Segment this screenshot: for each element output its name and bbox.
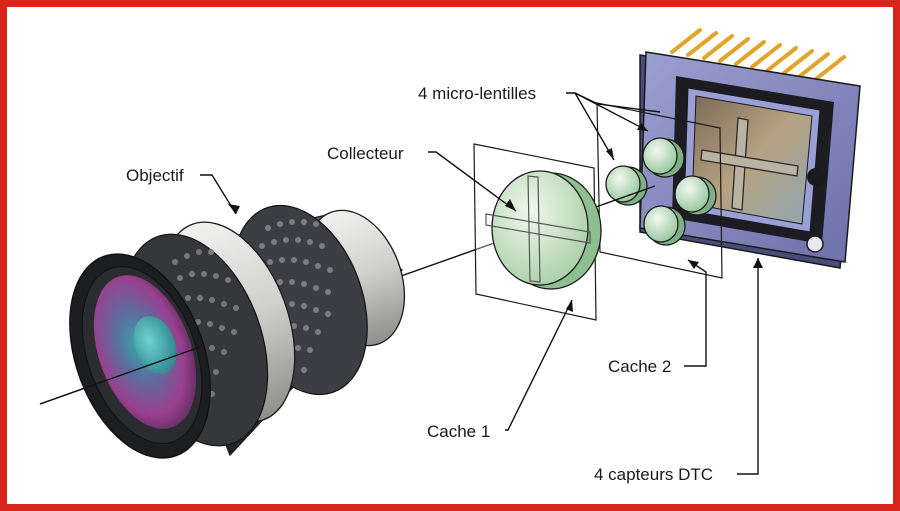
objective-lens xyxy=(39,204,406,459)
micro-lenses xyxy=(605,137,717,246)
sensor-pins xyxy=(670,28,846,81)
label-objectif: Objectif xyxy=(126,166,184,185)
label-micro-lentilles: 4 micro-lentilles xyxy=(418,84,536,103)
micro-lens-right xyxy=(674,175,717,216)
collector-disc xyxy=(485,170,602,290)
micro-lens-left xyxy=(605,165,648,206)
arrowheads xyxy=(228,123,763,312)
micro-lens-top xyxy=(642,137,685,178)
label-capteurs: 4 capteurs DTC xyxy=(594,465,713,484)
label-cache-2: Cache 2 xyxy=(608,357,671,376)
label-collecteur: Collecteur xyxy=(327,144,404,163)
label-cache-1: Cache 1 xyxy=(427,422,490,441)
leader-lines xyxy=(200,92,759,475)
cache-2-plane xyxy=(596,102,723,279)
micro-lens-bottom xyxy=(643,205,686,246)
